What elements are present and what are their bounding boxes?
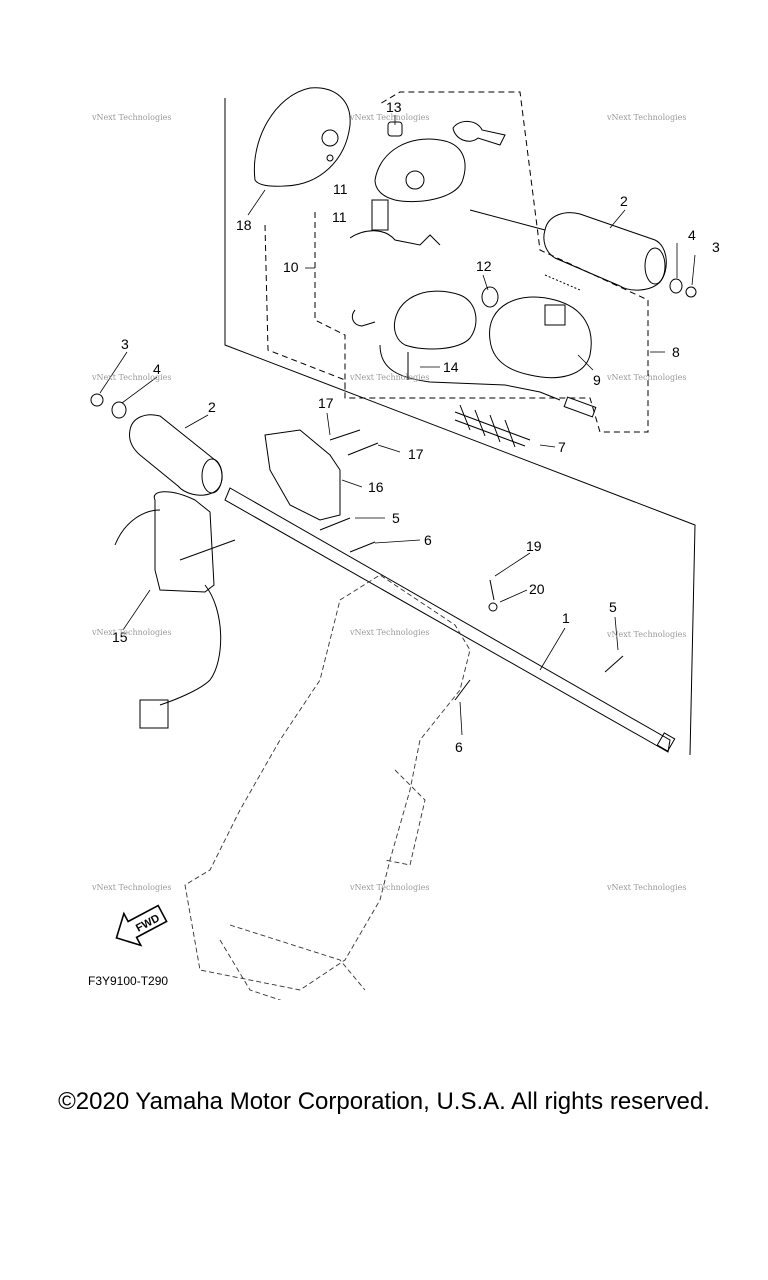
callout-4-left: 4: [153, 361, 161, 377]
switch-group-dashed-box: [264, 91, 649, 433]
watermark: vNext Technologies: [349, 373, 429, 382]
callout-20: 20: [529, 581, 545, 597]
part-7-spring: [454, 404, 531, 448]
watermark: vNext Technologies: [91, 113, 171, 122]
callout-15: 15: [112, 629, 128, 645]
callout-1: 1: [562, 610, 570, 626]
callout-3-left: 3: [121, 336, 129, 352]
callout-9: 9: [593, 372, 601, 388]
part-16-housing: [264, 429, 341, 521]
callout-13: 13: [386, 99, 402, 115]
upper-assembly-frame: [224, 98, 696, 756]
watermark: vNext Technologies: [91, 883, 171, 892]
callout-16: 16: [368, 479, 384, 495]
copyright-notice: ©2020 Yamaha Motor Corporation, U.S.A. A…: [58, 1088, 710, 1115]
part-18-cover: [253, 87, 351, 187]
parts-diagram: 13 11 11 10 18 2 4 3 12 8 9 14 7 3 4 2 1…: [88, 87, 720, 1000]
callout-2-left: 2: [208, 399, 216, 415]
callout-5-right: 5: [609, 599, 617, 615]
callout-3-right: 3: [712, 239, 720, 255]
callout-8: 8: [672, 344, 680, 360]
callout-10: 10: [283, 259, 299, 275]
part-key: [452, 121, 506, 146]
switch-inner-dashed-box: [314, 212, 346, 395]
callout-11a: 11: [333, 181, 348, 197]
callout-6-bottom: 6: [455, 739, 463, 755]
watermark: vNext Technologies: [606, 113, 686, 122]
part-9-throttle-lever: [489, 296, 592, 379]
callout-7: 7: [558, 439, 566, 455]
watermark: vNext Technologies: [606, 883, 686, 892]
callout-11b: 11: [332, 209, 347, 225]
watermark: vNext Technologies: [91, 628, 171, 637]
figure-code: F3Y9100-T290: [88, 974, 168, 988]
watermark: vNext Technologies: [349, 113, 429, 122]
steering-column: [184, 574, 471, 991]
part-1-handlebar: [224, 487, 671, 753]
watermark: vNext Technologies: [349, 883, 429, 892]
callout-19: 19: [526, 538, 542, 554]
callout-12: 12: [476, 258, 492, 274]
watermark: vNext Technologies: [349, 628, 429, 637]
callout-17a: 17: [318, 395, 334, 411]
part-switch-body: [393, 290, 477, 350]
part-2-left-grip: [129, 414, 223, 496]
watermark: vNext Technologies: [606, 630, 686, 639]
callout-4-right: 4: [688, 227, 696, 243]
watermark: vNext Technologies: [606, 373, 686, 382]
watermark: vNext Technologies: [91, 373, 171, 382]
callout-5-top: 5: [392, 510, 400, 526]
callout-14: 14: [443, 359, 459, 375]
callout-6-top: 6: [424, 532, 432, 548]
fwd-arrow-icon: FWD: [115, 904, 168, 947]
callout-18: 18: [236, 217, 252, 233]
part-15-left-switch: [153, 491, 215, 593]
part-upper-housing: [374, 138, 466, 203]
callout-2-right: 2: [620, 193, 628, 209]
callout-17b: 17: [408, 446, 424, 462]
